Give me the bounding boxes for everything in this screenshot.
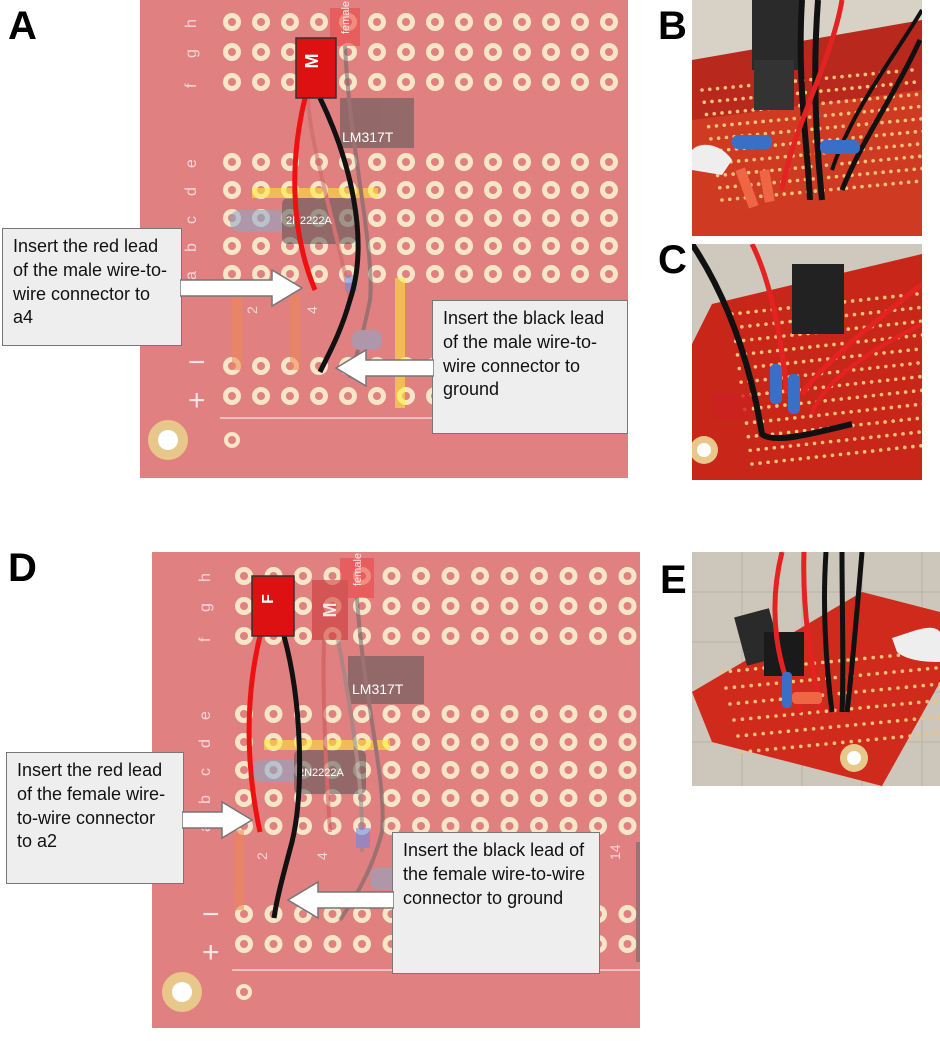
column-label-14-d: 14 bbox=[607, 844, 623, 860]
male-connector-label-d: M bbox=[320, 603, 340, 618]
transistor-label: 2N2222A bbox=[286, 215, 333, 227]
row-label-b: b bbox=[183, 243, 200, 252]
arrow-red-lead-a bbox=[180, 268, 304, 308]
callout-red-lead-a-text: Insert the red lead of the male wire-to-… bbox=[13, 236, 168, 328]
row-label-f-d: f bbox=[197, 637, 214, 642]
male-black-wire bbox=[317, 96, 361, 374]
yellow-jumper-vertical bbox=[395, 278, 405, 408]
panel-letter-b: B bbox=[658, 4, 687, 48]
arrow-red-lead-d bbox=[182, 800, 254, 840]
rail-plus-label-d: + bbox=[202, 936, 220, 969]
female-tag-label: female bbox=[340, 1, 352, 34]
arrow-black-lead-a bbox=[334, 348, 434, 388]
row-label-g: g bbox=[183, 49, 200, 58]
regulator-photo-c bbox=[792, 264, 844, 334]
panel-letter-a: A bbox=[8, 4, 37, 48]
female-red-wire bbox=[246, 635, 263, 833]
male-red-wire bbox=[292, 97, 318, 291]
panel-letter-d: D bbox=[8, 546, 37, 590]
female-black-wire bbox=[271, 635, 303, 919]
callout-red-lead-d: Insert the red lead of the female wire-t… bbox=[6, 752, 184, 884]
row-label-c: c bbox=[183, 216, 200, 224]
row-label-h-d: h bbox=[197, 573, 214, 582]
row-label-a: a bbox=[183, 271, 200, 280]
callout-red-lead-a: Insert the red lead of the male wire-to-… bbox=[2, 228, 182, 346]
callout-red-lead-d-text: Insert the red lead of the female wire-t… bbox=[17, 760, 166, 852]
arrow-black-lead-d bbox=[286, 880, 394, 920]
column-label-2-d: 2 bbox=[254, 852, 270, 860]
row-label-d: d bbox=[183, 187, 200, 196]
regulator-photo bbox=[752, 0, 800, 70]
regulator-label: LM317T bbox=[342, 129, 394, 145]
connector-photo-e bbox=[792, 692, 822, 704]
male-connector-housing bbox=[295, 37, 337, 99]
column-label-4-d: 4 bbox=[314, 852, 330, 860]
rail-minus-label: − bbox=[188, 346, 206, 379]
female-connector-label: F bbox=[260, 594, 277, 604]
panel-letter-e: E bbox=[660, 558, 687, 602]
row-label-g-d: g bbox=[197, 603, 214, 612]
resistor-a bbox=[230, 210, 290, 232]
panel-b-photo bbox=[692, 0, 922, 236]
callout-black-lead-d-text: Insert the black lead of the female wire… bbox=[403, 840, 586, 908]
female-connector-housing bbox=[251, 575, 295, 637]
row-label-c-d: c bbox=[197, 768, 214, 776]
column-label-2: 2 bbox=[244, 306, 260, 314]
row-label-e-d: e bbox=[197, 711, 214, 720]
callout-black-lead-a: Insert the black lead of the male wire-t… bbox=[432, 300, 628, 434]
panel-c-photo bbox=[692, 244, 922, 480]
rail-plus-label: + bbox=[188, 384, 206, 417]
male-connector-label: M bbox=[302, 54, 322, 69]
row-label-e: e bbox=[183, 159, 200, 168]
row-label-b-d: b bbox=[197, 795, 214, 804]
panel-letter-c: C bbox=[658, 238, 687, 282]
row-label-d-d: d bbox=[197, 739, 214, 748]
yellow-jumper-top bbox=[252, 188, 378, 198]
row-label-f: f bbox=[183, 83, 200, 88]
panel-e-photo bbox=[692, 552, 940, 786]
female-tag-label-d: female bbox=[352, 553, 364, 586]
transistor-label-d: 2N2222A bbox=[298, 767, 345, 779]
callout-black-lead-d: Insert the black lead of the female wire… bbox=[392, 832, 600, 974]
callout-black-lead-a-text: Insert the black lead of the male wire-t… bbox=[443, 308, 605, 400]
rail-minus-label-d: − bbox=[202, 898, 220, 931]
row-label-h: h bbox=[183, 19, 200, 28]
resistor-photo bbox=[732, 135, 772, 149]
column-label-4: 4 bbox=[304, 306, 320, 314]
regulator-label-d: LM317T bbox=[352, 681, 404, 697]
